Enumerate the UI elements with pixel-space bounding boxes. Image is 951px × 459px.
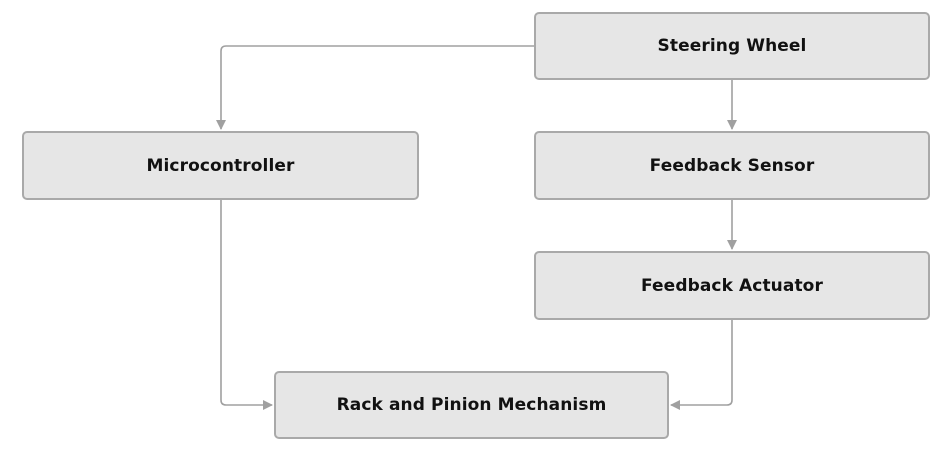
feedback-actuator-node: Feedback Actuator — [534, 251, 930, 320]
steering-wheel-label: Steering Wheel — [657, 36, 807, 56]
edge-microcontroller-to-rack-and-pinion — [220, 200, 273, 410]
feedback-actuator-label: Feedback Actuator — [641, 275, 823, 296]
microcontroller-label: Microcontroller — [146, 155, 295, 176]
rack-and-pinion-label: Rack and Pinion Mechanism — [336, 395, 607, 415]
edge-feedback-actuator-to-rack-and-pinion — [670, 320, 733, 410]
steering-wheel-node: Steering Wheel — [534, 12, 930, 80]
edge-steering-wheel-to-microcontroller — [216, 45, 534, 130]
feedback-sensor-label: Feedback Sensor — [649, 155, 815, 176]
rack-and-pinion-node: Rack and Pinion Mechanism — [274, 371, 669, 439]
feedback-sensor-node: Feedback Sensor — [534, 131, 930, 200]
microcontroller-node: Microcontroller — [22, 131, 419, 200]
